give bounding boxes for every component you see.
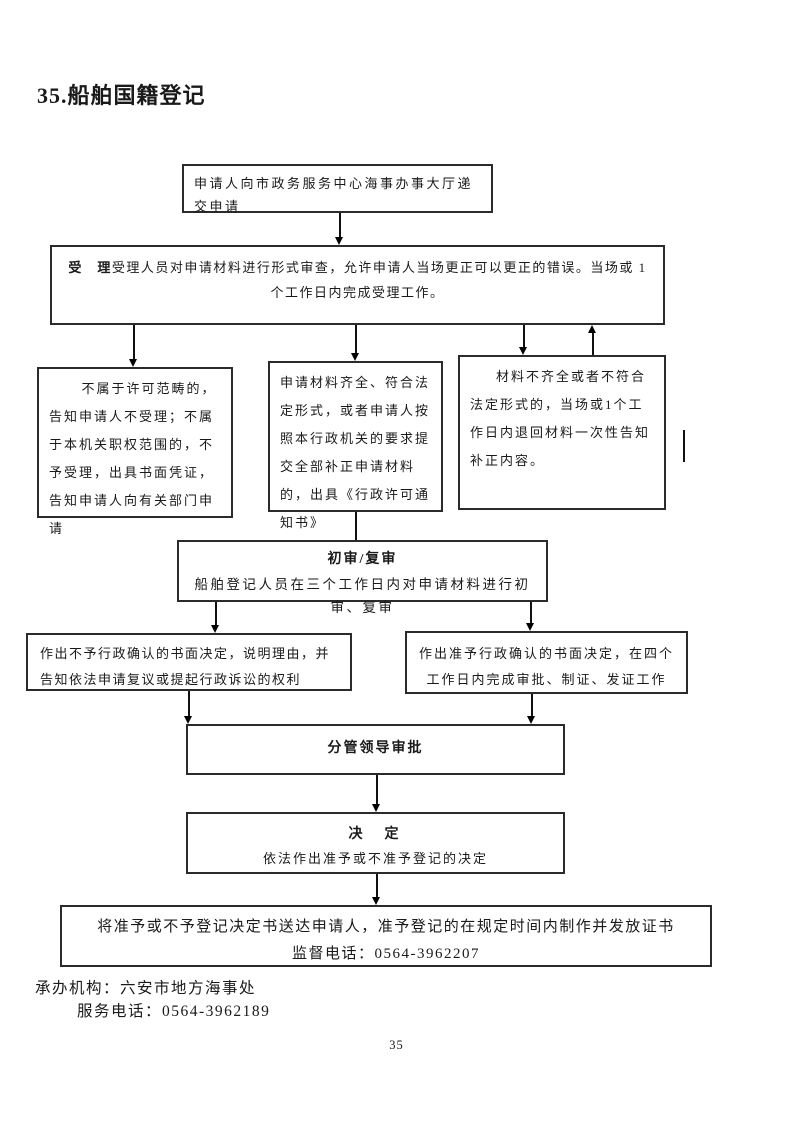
box-approve-decision: 作出准予行政确认的书面决定，在四个工作日内完成审批、制证、发证工作 <box>405 631 688 694</box>
arrow-review-to-approve-line <box>530 602 532 623</box>
box-final-decision-text: 依法作出准予或不准予登记的决定 <box>262 851 488 867</box>
arrow-deny-to-leader-line <box>188 691 190 716</box>
box-materials-incomplete-text: 材料不齐全或者不符合法定形式的，当场或1个工作日内退回材料一次性告知补正内容。 <box>470 369 651 468</box>
box-materials-incomplete: 材料不齐全或者不符合法定形式的，当场或1个工作日内退回材料一次性告知补正内容。 <box>458 355 666 510</box>
arrow-submit-to-accept-head <box>335 237 343 245</box>
box-not-accepted: 不属于许可范畴的，告知申请人不受理；不属于本机关职权范围的，不予受理，出具书面凭… <box>37 367 233 536</box>
box-approve-decision-text: 作出准予行政确认的书面决定，在四个工作日内完成审批、制证、发证工作 <box>418 646 674 687</box>
arrow-submit-to-accept-line <box>339 213 341 238</box>
box-delivery-line2: 监督电话：0564-3962207 <box>292 946 480 962</box>
arrow-accept-to-complete-line <box>355 325 357 353</box>
arrow-accept-to-reject-head <box>129 359 137 367</box>
arrow-leader-to-decision-head <box>372 804 380 812</box>
connector-complete-to-review <box>355 512 357 540</box>
box-leader-approval-title: 分管领导审批 <box>327 741 424 757</box>
arrow-review-to-deny-head <box>211 625 219 633</box>
box-delivery: 将准予或不予登记决定书送达申请人，准予登记的在规定时间内制作并发放证书 监督电话… <box>60 905 712 967</box>
stray-vertical-mark <box>683 430 685 462</box>
footer-phone: 服务电话：0564-3962189 <box>77 1003 271 1020</box>
page-number: 35 <box>389 1038 404 1052</box>
arrow-deny-to-leader-head <box>184 716 192 724</box>
box-not-accepted-text: 不属于许可范畴的，告知申请人不受理；不属于本机关职权范围的，不予受理，出具书面凭… <box>49 381 217 536</box>
arrow-decision-to-delivery-line <box>376 874 378 897</box>
arrow-accept-to-incomplete-head <box>519 347 527 355</box>
arrow-accept-to-complete-head <box>351 353 359 361</box>
box-preliminary-review: 初审/复审 船舶登记人员在三个工作日内对申请材料进行初审、复审 <box>177 540 548 615</box>
arrow-review-to-approve-head <box>526 623 534 631</box>
box-preliminary-review-text: 船舶登记人员在三个工作日内对申请材料进行初审、复审 <box>194 576 531 616</box>
arrow-incomplete-to-accept-head <box>588 325 596 333</box>
box-acceptance-text: 受 理受理人员对申请材料进行形式审查，允许申请人当场更正可以更正的错误。当场或 … <box>68 260 647 301</box>
page-title: 35.船舶国籍登记 <box>37 83 206 108</box>
arrow-accept-to-incomplete-line <box>523 325 525 347</box>
arrow-approve-to-leader-line <box>531 694 533 716</box>
box-deny-decision-text: 作出不予行政确认的书面决定，说明理由，并告知依法申请复议或提起行政诉讼的权利 <box>40 646 331 687</box>
box-submit-application: 申请人向市政务服务中心海事办事大厅递交申请 <box>182 164 493 214</box>
box-acceptance-label: 受 理 <box>68 260 112 275</box>
box-final-decision-title: 决 定 <box>348 827 403 842</box>
box-leader-approval: 分管领导审批 <box>186 724 565 775</box>
footer-agency: 承办机构：六安市地方海事处 <box>35 980 257 997</box>
arrow-approve-to-leader-head <box>527 716 535 724</box>
arrow-leader-to-decision-line <box>376 775 378 804</box>
box-acceptance: 受 理受理人员对申请材料进行形式审查，允许申请人当场更正可以更正的错误。当场或 … <box>50 245 665 325</box>
arrow-review-to-deny-line <box>215 602 217 625</box>
box-preliminary-review-title: 初审/复审 <box>327 552 398 567</box>
arrow-decision-to-delivery-head <box>372 897 380 905</box>
box-delivery-line1: 将准予或不予登记决定书送达申请人，准予登记的在规定时间内制作并发放证书 <box>97 919 675 935</box>
box-materials-complete: 申请材料齐全、符合法定形式，或者申请人按照本行政机关的要求提交全部补正申请材料的… <box>268 361 443 530</box>
box-submit-application-text: 申请人向市政务服务中心海事办事大厅递交申请 <box>194 176 474 215</box>
box-deny-decision: 作出不予行政确认的书面决定，说明理由，并告知依法申请复议或提起行政诉讼的权利 <box>26 633 352 691</box>
box-materials-complete-text: 申请材料齐全、符合法定形式，或者申请人按照本行政机关的要求提交全部补正申请材料的… <box>280 375 431 530</box>
arrow-accept-to-reject-line <box>133 325 135 359</box>
arrow-incomplete-to-accept-line <box>592 333 594 355</box>
box-final-decision: 决 定 依法作出准予或不准予登记的决定 <box>186 812 565 874</box>
